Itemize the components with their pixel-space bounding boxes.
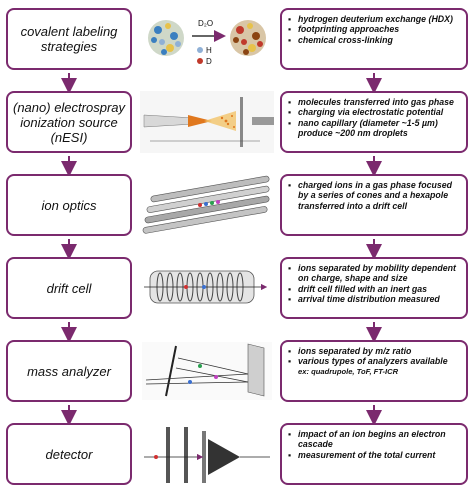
- plume: [204, 111, 236, 131]
- stage-label-box-2: (nano) electrospray ionization source (n…: [6, 91, 132, 153]
- electron-multiplier: [208, 439, 240, 475]
- stage-info-box-3: charged ions in a gas phase focused by a…: [280, 174, 468, 236]
- electrospray-image: [140, 91, 274, 153]
- legend-h-label: H: [206, 46, 212, 55]
- stage-label: detector: [45, 446, 93, 462]
- stage-info-box-5: ions separated by m/z ratio various type…: [280, 340, 468, 402]
- hexapole-rods: [142, 175, 270, 234]
- stage-label-box-3: ion optics: [6, 174, 132, 236]
- stage-label-box-6: detector: [6, 423, 132, 485]
- bullet: arrival time distribution measured: [288, 294, 462, 305]
- bullet: molecules transferred into gas phase: [288, 97, 462, 108]
- detector-plate: [165, 345, 177, 397]
- legend-d-dot: [197, 58, 203, 64]
- stage-label: drift cell: [46, 280, 92, 296]
- bullet: drift cell filled with an inert gas: [288, 284, 462, 295]
- inlet: [252, 117, 274, 125]
- detector-image: [144, 427, 270, 483]
- stage-label: ion optics: [41, 197, 97, 213]
- protein-structure-d: [230, 20, 266, 56]
- stage-label-box-5: mass analyzer: [6, 340, 132, 402]
- stage-info-box-4: ions separated by mobility dependent on …: [280, 257, 468, 319]
- legend-d-label: D: [206, 57, 212, 66]
- taylor-cone: [188, 115, 212, 127]
- stage-info-box-6: impact of an ion begins an electron casc…: [280, 423, 468, 485]
- analyzer-examples-note: ex: quadrupole, ToF, FT-ICR: [298, 366, 399, 376]
- stage-label: covalent labeling strategies: [20, 24, 118, 54]
- stage-label: mass analyzer: [27, 363, 111, 379]
- bullet: ions separated by m/z ratio: [288, 346, 462, 357]
- bullet: various types of analyzers available: [288, 356, 462, 367]
- bullet: ions separated by mobility dependent on …: [288, 263, 462, 284]
- bullet: measurement of the total current: [288, 450, 462, 461]
- bullet: nano capillary (diameter ~1-5 µm) produc…: [288, 118, 462, 139]
- mass-analyzer-image: [142, 342, 272, 400]
- bullet: chemical cross-linking: [288, 35, 462, 46]
- bullet: hydrogen deuterium exchange (HDX): [288, 14, 462, 25]
- reflectron: [247, 343, 265, 397]
- droplets: [220, 115, 235, 128]
- stage-label-box-4: drift cell: [6, 257, 132, 319]
- stage-label-box-1: covalent labeling strategies: [6, 8, 132, 70]
- counter-electrode: [240, 97, 243, 147]
- stage-info-box-2: molecules transferred into gas phase cha…: [280, 91, 468, 153]
- stage-label: (nano) electrospray ionization source (n…: [13, 99, 125, 145]
- legend-h-dot: [197, 47, 203, 53]
- ion-optics-image: [142, 175, 270, 234]
- ions: [198, 200, 220, 207]
- protein-structure-h: [148, 20, 184, 56]
- stage-info-box-1: hydrogen deuterium exchange (HDX) footpr…: [280, 8, 468, 70]
- bullet: impact of an ion begins an electron casc…: [288, 429, 462, 450]
- bullet: charging via electrostatic potential: [288, 107, 462, 118]
- drift-cell-image: [144, 270, 268, 304]
- bullet: charged ions in a gas phase focused by a…: [288, 180, 462, 211]
- d2o-reagent-label: D₂O: [198, 19, 213, 28]
- bullet: footprinting approaches: [288, 24, 462, 35]
- protein-labeling-image: D₂O H D: [148, 19, 266, 66]
